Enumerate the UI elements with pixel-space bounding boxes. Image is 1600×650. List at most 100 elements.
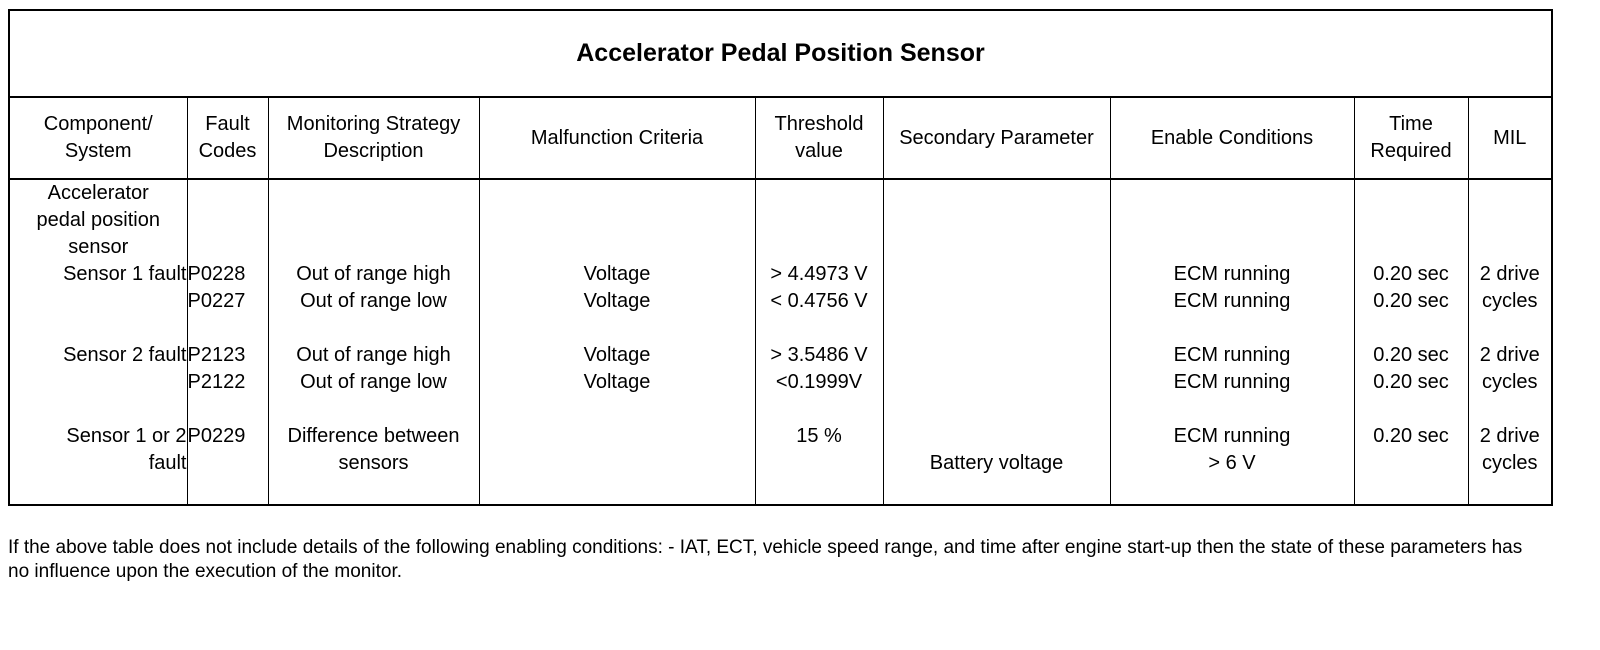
cell-line	[1355, 234, 1468, 261]
cell-line: fault	[148, 452, 187, 474]
cell-line	[480, 207, 755, 234]
threshold-cell: > 4.4973 V < 0.4756 V > 3.5486 V <0.1999…	[754, 179, 883, 505]
enable-cell: ECM running ECM running ECM running ECM …	[1109, 179, 1354, 505]
cell-line: ECM running	[1173, 290, 1291, 312]
cell-line	[756, 396, 883, 423]
cell-line: < 0.4756 V	[770, 290, 868, 312]
cell-line	[10, 369, 187, 396]
cell-line	[756, 234, 883, 261]
cell-line	[884, 396, 1110, 423]
cell-line: Sensor 1 fault	[63, 263, 187, 285]
cell-line: cycles	[1481, 290, 1538, 312]
header-component: Component/ System	[10, 98, 187, 180]
header-monitoring-strategy: Monitoring Strategy Description	[267, 98, 479, 180]
monitor-table-frame: Accelerator Pedal Position Sensor Compon…	[8, 9, 1553, 506]
cell-line	[1111, 234, 1354, 261]
cell-line: P2122	[187, 371, 246, 393]
component-cell: Accelerator pedal position sensor Sensor…	[10, 179, 187, 505]
cell-line	[188, 180, 268, 207]
cell-line	[10, 288, 187, 315]
cell-line: Difference between	[287, 425, 460, 447]
header-secondary-parameter: Secondary Parameter	[882, 98, 1110, 180]
cell-line	[188, 315, 268, 342]
cell-line	[269, 234, 479, 261]
cell-line: P0227	[187, 290, 246, 312]
cell-line: 15 %	[796, 425, 842, 447]
cell-line: ECM running	[1173, 263, 1291, 285]
cell-line	[269, 207, 479, 234]
cell-line: P2123	[187, 344, 246, 366]
cell-line	[884, 261, 1110, 288]
cell-line: 2 drive	[1479, 344, 1540, 366]
cell-line: Out of range high	[296, 344, 451, 366]
cell-line: Out of range low	[300, 371, 447, 393]
fault-codes-cell: P0228 P0227 P2123 P2122 P0229	[186, 179, 268, 505]
cell-line	[1355, 450, 1468, 477]
cell-line: 0.20 sec	[1373, 371, 1449, 393]
cell-line: Sensor 2 fault	[63, 344, 187, 366]
cell-line	[884, 342, 1110, 369]
cell-line: Voltage	[583, 290, 651, 312]
cell-line	[1355, 207, 1468, 234]
cell-line: ECM running	[1173, 344, 1291, 366]
cell-line: > 3.5486 V	[770, 344, 868, 366]
cell-line	[1469, 180, 1551, 207]
mil-cell: 2 drive cycles 2 drive cycles 2 drive cy…	[1467, 179, 1551, 505]
cell-line	[884, 315, 1110, 342]
malfunction-cell: Voltage Voltage Voltage Voltage	[478, 179, 755, 505]
header-fault-codes: Fault Codes	[186, 98, 268, 180]
cell-line: 0.20 sec	[1373, 263, 1449, 285]
cell-line	[756, 450, 883, 477]
cell-line	[1355, 315, 1468, 342]
header-time-required: Time Required	[1353, 98, 1468, 180]
cell-line: sensor	[68, 236, 129, 258]
cell-line	[1469, 234, 1551, 261]
cell-line	[756, 207, 883, 234]
cell-line	[188, 207, 268, 234]
cell-line	[884, 207, 1110, 234]
cell-line	[884, 180, 1110, 207]
cell-line	[1469, 315, 1551, 342]
monitor-table: Component/ System Fault Codes Monitoring…	[10, 98, 1551, 505]
cell-line: Out of range low	[300, 290, 447, 312]
cell-line	[884, 369, 1110, 396]
cell-line: pedal position	[36, 209, 160, 231]
cell-line: 2 drive	[1479, 263, 1540, 285]
cell-line	[1469, 207, 1551, 234]
cell-line: <0.1999V	[775, 371, 863, 393]
cell-line	[884, 423, 1110, 450]
cell-line: Out of range high	[296, 263, 451, 285]
description-cell: Out of range high Out of range low Out o…	[267, 179, 479, 505]
cell-line: > 6 V	[1208, 452, 1256, 474]
cell-line	[480, 315, 755, 342]
cell-line	[1355, 396, 1468, 423]
cell-line: Sensor 1 or 2	[66, 425, 187, 447]
header-mil: MIL	[1467, 98, 1551, 180]
cell-line	[480, 234, 755, 261]
cell-line	[188, 450, 268, 477]
cell-line: Battery voltage	[929, 452, 1064, 474]
cell-line: sensors	[338, 452, 409, 474]
cell-line	[269, 315, 479, 342]
cell-line	[1111, 180, 1354, 207]
cell-line	[1355, 180, 1468, 207]
cell-line	[269, 180, 479, 207]
cell-line: P0229	[187, 425, 246, 447]
cell-line: > 4.4973 V	[770, 263, 868, 285]
cell-line	[480, 396, 755, 423]
cell-line: 2 drive	[1479, 425, 1540, 447]
header-threshold-value: Threshold value	[754, 98, 883, 180]
cell-line: cycles	[1481, 371, 1538, 393]
cell-line	[1111, 207, 1354, 234]
cell-line	[756, 315, 883, 342]
body-row: Accelerator pedal position sensor Sensor…	[10, 179, 1551, 505]
cell-line: 0.20 sec	[1373, 425, 1449, 447]
cell-line	[269, 396, 479, 423]
cell-line	[188, 396, 268, 423]
cell-line	[1469, 396, 1551, 423]
cell-line: Voltage	[583, 371, 651, 393]
time-cell: 0.20 sec 0.20 sec 0.20 sec 0.20 sec 0.20…	[1353, 179, 1468, 505]
cell-line	[10, 315, 187, 342]
header-enable-conditions: Enable Conditions	[1109, 98, 1354, 180]
footer-note: If the above table does not include deta…	[8, 537, 1523, 582]
